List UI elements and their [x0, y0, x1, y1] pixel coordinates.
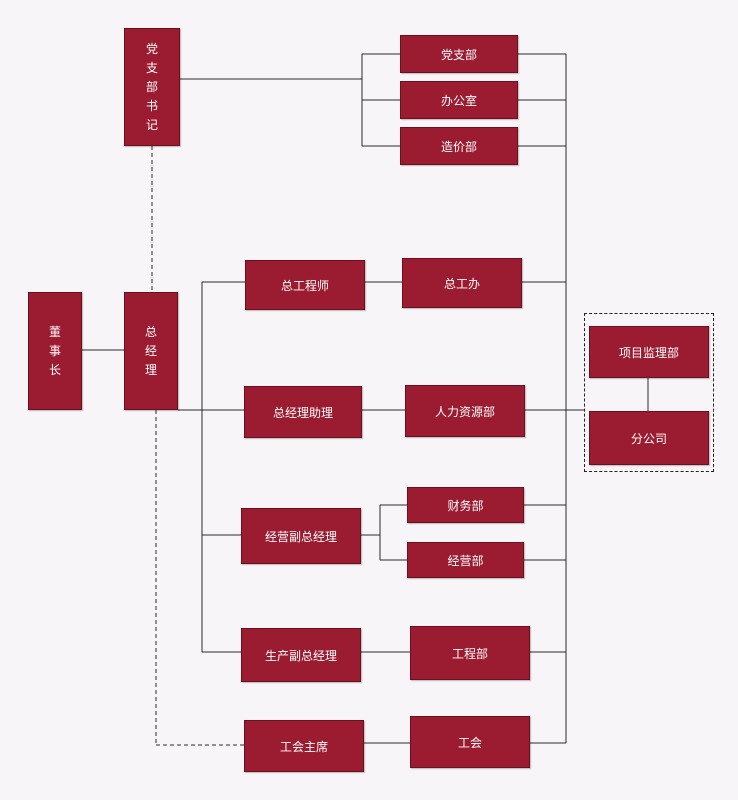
- node-business-dept: 经营部: [407, 542, 524, 578]
- node-finance-dept: 财务部: [407, 487, 524, 523]
- node-chief-engineer: 总工程师: [245, 260, 365, 310]
- node-union: 工会: [410, 716, 530, 768]
- node-branch-company: 分公司: [589, 411, 709, 465]
- vertical-label-char: 部: [145, 79, 158, 94]
- vertical-label-char: 长: [48, 362, 61, 377]
- node-engineering-dept: 工程部: [410, 626, 530, 680]
- node-business-dept-label: 经营部: [447, 553, 484, 568]
- node-office: 办公室: [400, 81, 518, 119]
- node-project-supervision: 项目监理部: [589, 326, 709, 378]
- vertical-label-char: 经: [144, 343, 157, 358]
- node-business-vgm-label: 经营副总经理: [264, 529, 337, 544]
- node-gm-assistant: 总经理助理: [244, 386, 362, 438]
- node-party-branch: 党支部: [400, 35, 518, 73]
- node-party-branch-label: 党支部: [440, 47, 477, 62]
- node-cost-dept: 造价部: [400, 127, 518, 165]
- node-hr-dept: 人力资源部: [405, 385, 525, 437]
- node-production-vgm: 生产副总经理: [241, 628, 361, 682]
- vertical-label-char: 理: [144, 362, 157, 377]
- node-branch-company-label: 分公司: [630, 431, 667, 446]
- node-gm-assistant-label: 总经理助理: [272, 405, 333, 420]
- node-hr-dept-label: 人力资源部: [434, 404, 495, 419]
- node-union-chair: 工会主席: [244, 720, 364, 772]
- node-business-vgm: 经营副总经理: [241, 508, 361, 564]
- subsidiary-group-box: [584, 313, 714, 472]
- node-cost-dept-label: 造价部: [440, 139, 477, 154]
- node-chairman: 董事长: [28, 292, 82, 410]
- node-party-secretary-label: 党支部书记: [146, 40, 158, 135]
- vertical-label-char: 书: [145, 98, 158, 113]
- vertical-label-char: 支: [145, 60, 158, 75]
- node-chairman-label: 董事长: [49, 323, 61, 380]
- node-chief-engineer-office-label: 总工办: [443, 276, 480, 291]
- vertical-label-char: 记: [145, 117, 158, 132]
- vertical-label-char: 事: [48, 343, 61, 358]
- node-production-vgm-label: 生产副总经理: [264, 648, 337, 663]
- node-chief-engineer-label: 总工程师: [280, 278, 329, 293]
- node-office-label: 办公室: [440, 93, 477, 108]
- vertical-label-char: 董: [48, 324, 61, 339]
- node-engineering-dept-label: 工程部: [451, 646, 488, 661]
- node-general-manager: 总经理: [124, 292, 178, 410]
- node-party-secretary: 党支部书记: [124, 28, 180, 146]
- node-general-manager-label: 总经理: [145, 323, 157, 380]
- node-chief-engineer-office: 总工办: [402, 258, 522, 308]
- vertical-label-char: 党: [145, 41, 158, 56]
- vertical-label-char: 总: [144, 324, 157, 339]
- node-union-chair-label: 工会主席: [279, 739, 328, 754]
- node-union-label: 工会: [457, 735, 482, 750]
- node-finance-dept-label: 财务部: [447, 498, 484, 513]
- node-project-supervision-label: 项目监理部: [618, 345, 679, 360]
